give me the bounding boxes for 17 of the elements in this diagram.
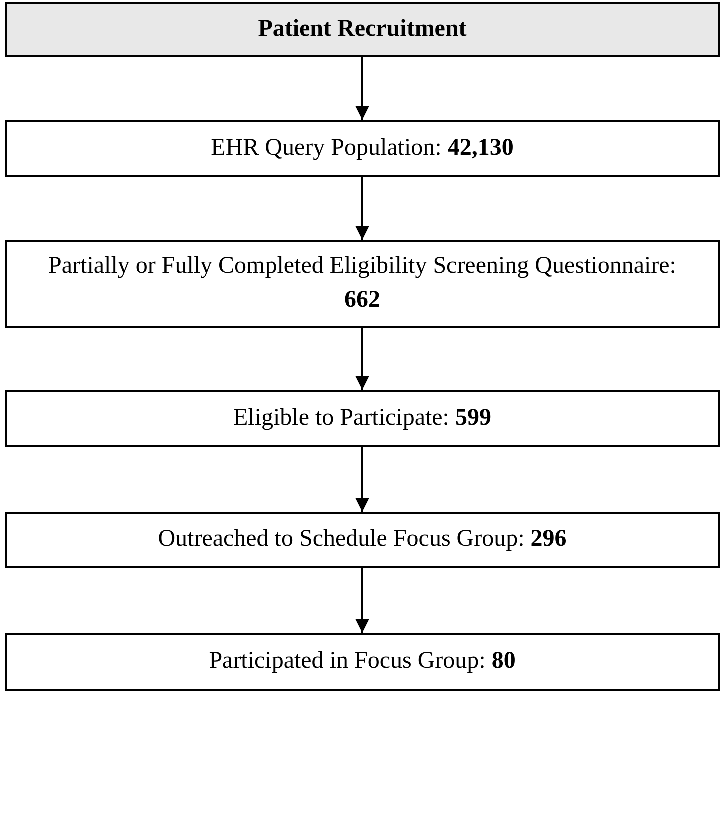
heading: Patient Recruitment <box>257 14 468 44</box>
arrow <box>356 447 370 512</box>
step-label: EHR Query Population: 42,130 <box>210 134 515 163</box>
arrow <box>356 568 370 633</box>
header-box <box>5 2 720 57</box>
step-label: Eligible to Participate: 599 <box>232 404 492 433</box>
arrow <box>356 57 370 120</box>
process-box <box>5 512 720 568</box>
step-label: Outreached to Schedule Focus Group: 296 <box>157 525 568 554</box>
arrow <box>356 328 370 390</box>
step-label: Participated in Focus Group: 80 <box>208 647 517 676</box>
process-box <box>5 390 720 447</box>
process-box <box>5 240 720 328</box>
step-label: Partially or Fully Completed Eligibility Screening Questionnaire: 662 <box>48 252 678 315</box>
arrow <box>356 177 370 240</box>
process-box <box>5 120 720 177</box>
process-box <box>5 633 720 691</box>
